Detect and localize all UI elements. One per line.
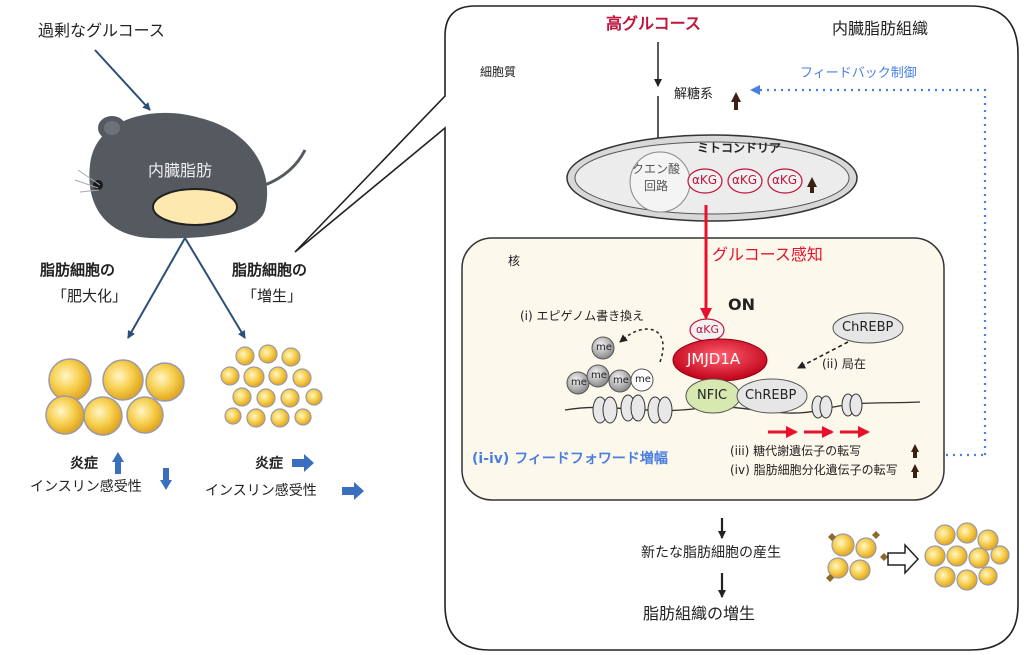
gene-iii-up-arrow [911,444,919,458]
mitochondria-label: ミトコンドリア [697,141,782,155]
on-label: ON [728,295,755,314]
division-marks [826,531,888,582]
glucose-sensing-label: グルコース感知 [712,245,823,264]
insulin-right-arrow [342,482,364,500]
new-adipocytes-label: 新たな脂肪細胞の産生 [641,545,781,561]
cytoplasm-label: 細胞質 [480,65,517,79]
akg-3: αKG [772,173,798,187]
mitochondria [566,134,858,222]
gene-iv-label: (iv) 脂肪細胞分化遺伝子の転写 [730,463,898,477]
branch-right-line1: 脂肪細胞の [232,261,308,279]
chrebp-bound [736,378,808,414]
me-label-4: me [613,375,629,386]
feedback-label: フィードバック制御 [800,66,917,81]
nfic-label: NFIC [697,388,728,403]
mouse-illustration [74,112,307,239]
dividing-cells [827,533,877,581]
tissue-title: 内臓脂肪組織 [832,19,929,38]
hypertrophic-cells [45,358,185,436]
tca-line1: クエン酸 [632,162,681,176]
branch-right-arrow [184,237,246,339]
chrebp-bound-label: ChREBP [745,388,797,403]
akg-2: αKG [732,173,758,187]
insulin-right: インスリン感受性 [205,483,317,499]
localization-label: (ii) 局在 [822,357,866,371]
methyl-marks [566,336,654,395]
insulin-left: インスリン感受性 [30,479,142,495]
result-cells [924,522,1010,591]
tca-line2: 回路 [644,179,669,193]
jmjd1a-label: JMJD1A [687,350,741,368]
branch-left-arrow [127,237,186,339]
branch-left-line1: 脂肪細胞の [40,261,116,279]
insulin-down-arrow [160,468,172,490]
feedback-loop-arrow [750,85,987,455]
excess-glucose-label: 過剰なグルコース [38,21,165,40]
me-label-3: me [591,370,607,381]
visceral-fat-label: 内臓脂肪 [148,161,213,180]
glycolysis-up-arrow [731,92,741,110]
glucose-to-mouse-arrow [94,49,151,111]
akg-1: αKG [692,173,718,187]
high-glucose-title: 高グルコース [606,14,701,33]
me-label-2: me [571,377,587,388]
nucleus-label: 核 [508,254,521,268]
chrebp-free [832,312,904,344]
feedforward-label: (i-iv) フィードフォワード増幅 [472,451,668,467]
me-label-5: me [635,374,651,385]
hollow-right-arrow [887,543,920,575]
gene-iv-up-arrow [911,464,919,478]
inflammation-right-arrow [292,454,314,472]
nucleosomes [592,393,863,424]
glycolysis-label: 解糖系 [674,87,714,102]
inflammation-right: 炎症 [255,456,283,472]
hyperplastic-cells [220,344,323,428]
akg-on-jmjd1a-label: αKG [696,323,719,336]
epigenome-arrow [619,328,664,363]
branch-right-line2: 「増生」 [242,287,303,305]
inflammation-up-arrow [112,452,124,474]
localization-arrow [797,341,849,369]
epigenome-label: (i) エピゲノム書き換え [520,309,645,323]
gene-iii-label: (iii) 糖代謝遺伝子の転写 [730,444,862,458]
chrebp-free-label: ChREBP [842,320,894,335]
hyperplasia-label: 脂肪組織の増生 [643,604,756,623]
me-label-1: me [596,342,612,353]
branch-left-line2: 「肥大化」 [52,287,128,305]
inflammation-left: 炎症 [70,456,98,472]
